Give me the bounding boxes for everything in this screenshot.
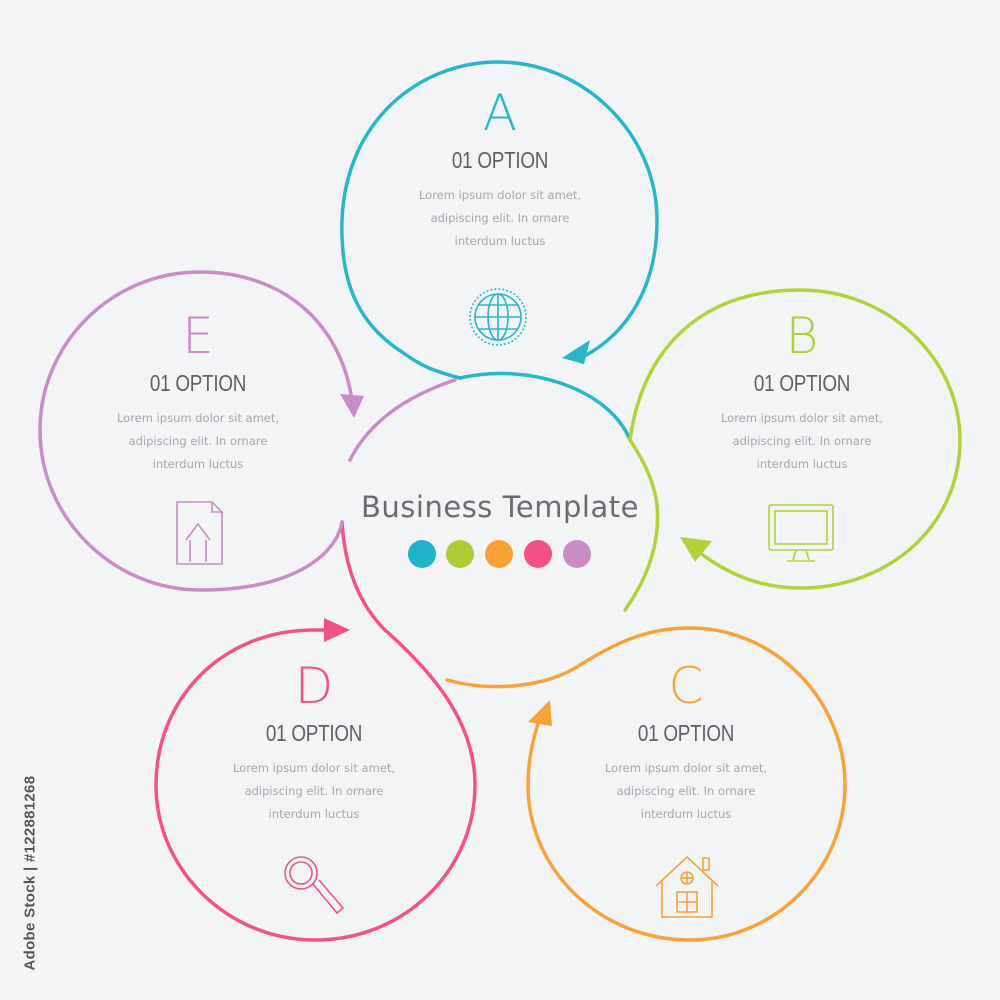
node-a: A 01 OPTION Lorem ipsum dolor sit amet, … xyxy=(370,85,630,253)
document-upload-icon xyxy=(176,501,223,565)
dot-4 xyxy=(524,540,552,568)
desc-line: adipiscing elit. In ornare xyxy=(430,211,570,225)
node-e: E 01 OPTION Lorem ipsum dolor sit amet, … xyxy=(68,308,328,476)
circle-c-ring xyxy=(526,626,847,942)
desc-line: interdum luctus xyxy=(640,807,732,821)
color-dots xyxy=(408,540,598,568)
desc-line: adipiscing elit. In ornare xyxy=(616,784,756,798)
node-description: Lorem ipsum dolor sit amet, adipiscing e… xyxy=(370,184,630,253)
desc-line: adipiscing elit. In ornare xyxy=(128,434,268,448)
node-letter: A xyxy=(482,84,518,142)
node-letter: B xyxy=(785,307,819,365)
arrow-a xyxy=(562,340,590,364)
center-arc-d xyxy=(340,520,387,632)
center-arc-e xyxy=(348,378,457,462)
node-letter: C xyxy=(668,657,704,715)
desc-line: interdum luctus xyxy=(152,457,244,471)
desc-line: interdum luctus xyxy=(268,807,360,821)
arrow-e xyxy=(340,394,364,418)
desc-line: Lorem ipsum dolor sit amet, xyxy=(720,411,884,425)
house-icon xyxy=(655,855,719,918)
node-description: Lorem ipsum dolor sit amet, adipiscing e… xyxy=(556,757,816,826)
arrow-c xyxy=(528,700,552,726)
node-option: 01 OPTION xyxy=(637,720,735,746)
circle-e-ring xyxy=(38,270,354,592)
monitor-icon xyxy=(768,504,834,562)
center-arc-b xyxy=(623,503,660,612)
desc-line: Lorem ipsum dolor sit amet, xyxy=(418,188,582,202)
desc-line: Lorem ipsum dolor sit amet, xyxy=(232,761,396,775)
dot-5 xyxy=(563,540,591,568)
desc-line: adipiscing elit. In ornare xyxy=(244,784,384,798)
node-c: C 01 OPTION Lorem ipsum dolor sit amet, … xyxy=(556,658,816,826)
arrowheads xyxy=(324,340,712,726)
node-description: Lorem ipsum dolor sit amet, adipiscing e… xyxy=(184,757,444,826)
desc-line: Lorem ipsum dolor sit amet, xyxy=(116,411,280,425)
center-arc-c xyxy=(445,663,582,689)
center-title: Business Template xyxy=(361,490,639,524)
node-option: 01 OPTION xyxy=(149,370,247,396)
circle-d-ring xyxy=(154,628,477,942)
center-ring xyxy=(340,371,660,689)
circle-a-ring xyxy=(340,60,659,360)
node-option: 01 OPTION xyxy=(265,720,363,746)
node-letter: E xyxy=(182,307,214,365)
node-d: D 01 OPTION Lorem ipsum dolor sit amet, … xyxy=(184,658,444,826)
node-description: Lorem ipsum dolor sit amet, adipiscing e… xyxy=(672,407,932,476)
arrow-b xyxy=(680,537,712,562)
desc-line: interdum luctus xyxy=(454,234,546,248)
dot-3 xyxy=(485,540,513,568)
desc-line: adipiscing elit. In ornare xyxy=(732,434,872,448)
desc-line: interdum luctus xyxy=(756,457,848,471)
node-option: 01 OPTION xyxy=(451,147,549,173)
node-b: B 01 OPTION Lorem ipsum dolor sit amet, … xyxy=(672,308,932,476)
node-letter: D xyxy=(294,657,334,715)
stock-watermark: Adobe Stock | #122881268 xyxy=(21,775,39,971)
node-option: 01 OPTION xyxy=(753,370,851,396)
desc-line: Lorem ipsum dolor sit amet, xyxy=(604,761,768,775)
node-description: Lorem ipsum dolor sit amet, adipiscing e… xyxy=(68,407,328,476)
dot-1 xyxy=(408,540,436,568)
dot-2 xyxy=(446,540,474,568)
magnifier-icon xyxy=(284,856,345,915)
center-arc-a xyxy=(458,371,632,442)
circle-b-ring xyxy=(628,288,962,590)
arrow-d xyxy=(324,618,350,642)
globe-icon xyxy=(469,288,527,346)
